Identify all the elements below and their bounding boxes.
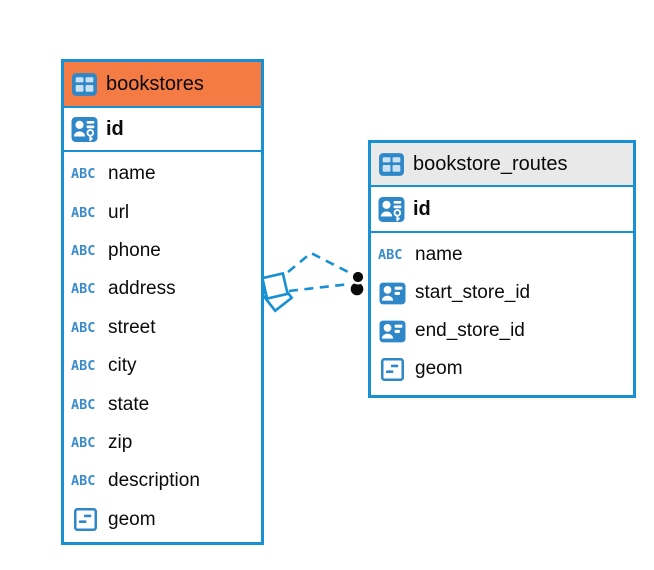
table-node-bookstores[interactable]: bookstores id ABC name ABC url ABC: [61, 59, 264, 545]
column-name: street: [108, 316, 156, 338]
table-node-bookstore-routes[interactable]: bookstore_routes id ABC name: [368, 140, 636, 398]
text-type-icon: ABC: [71, 434, 96, 451]
column-name: phone: [108, 239, 161, 261]
column-name: name: [108, 163, 156, 185]
relationship-diamond-markers[interactable]: [260, 271, 294, 313]
primary-key-name: id: [413, 197, 431, 220]
geometry-type-icon: [71, 508, 99, 532]
text-type-icon: ABC: [71, 319, 96, 336]
geometry-type-icon: [378, 357, 406, 381]
table-title: bookstores: [106, 72, 204, 95]
column-section: ABC name ABC url ABC phone ABC address A…: [64, 152, 261, 539]
column-name: name: [415, 244, 463, 265]
column-row-name[interactable]: ABC name: [71, 155, 254, 193]
column-section: ABC name start_store_id: [371, 233, 633, 388]
column-name: end_store_id: [415, 320, 525, 341]
column-row-start-store-id[interactable]: start_store_id: [378, 274, 626, 312]
dot-marker-icon: [350, 269, 366, 285]
table-icon: [378, 152, 405, 177]
table-header-bookstore-routes[interactable]: bookstore_routes: [371, 143, 633, 187]
column-name: start_store_id: [415, 282, 531, 303]
column-row-phone[interactable]: ABC phone: [71, 232, 254, 270]
column-row-description[interactable]: ABC description: [71, 462, 254, 500]
text-type-icon: ABC: [71, 473, 96, 490]
text-type-icon: ABC: [71, 396, 96, 413]
column-row-city[interactable]: ABC city: [71, 347, 254, 385]
column-name: geom: [108, 508, 156, 530]
column-row-zip[interactable]: ABC zip: [71, 424, 254, 462]
column-name: zip: [108, 431, 133, 453]
column-row-url[interactable]: ABC url: [71, 193, 254, 231]
column-row-geom[interactable]: geom: [378, 350, 626, 388]
primary-key-row[interactable]: id: [371, 187, 633, 233]
table-title: bookstore_routes: [413, 152, 568, 175]
relationship-line-upper[interactable]: [287, 251, 353, 276]
column-row-state[interactable]: ABC state: [71, 385, 254, 423]
column-name: state: [108, 393, 150, 415]
primary-key-icon: [378, 196, 405, 223]
table-icon: [71, 72, 98, 97]
text-type-icon: ABC: [378, 247, 403, 263]
dot-marker-icon: [350, 282, 364, 296]
table-header-bookstores[interactable]: bookstores: [64, 62, 261, 108]
text-type-icon: ABC: [71, 358, 96, 375]
text-type-icon: ABC: [71, 242, 96, 259]
column-name: description: [108, 470, 200, 492]
text-type-icon: ABC: [71, 204, 96, 221]
reference-icon: [378, 282, 406, 305]
reference-icon: [378, 320, 406, 343]
column-row-name[interactable]: ABC name: [378, 236, 626, 274]
column-name: url: [108, 201, 130, 223]
diamond-marker-icon: [260, 271, 290, 301]
column-row-street[interactable]: ABC street: [71, 309, 254, 347]
column-name: city: [108, 355, 137, 377]
relationship-dot-markers[interactable]: [350, 269, 366, 296]
column-name: address: [108, 278, 176, 300]
column-row-address[interactable]: ABC address: [71, 270, 254, 308]
relationship-line-lower[interactable]: [288, 282, 351, 293]
primary-key-row[interactable]: id: [64, 108, 261, 152]
column-name: geom: [415, 358, 463, 379]
primary-key-icon: [71, 116, 98, 143]
column-row-geom[interactable]: geom: [71, 501, 254, 539]
primary-key-name: id: [106, 117, 124, 140]
column-row-end-store-id[interactable]: end_store_id: [378, 312, 626, 350]
diamond-marker-icon: [260, 279, 294, 313]
text-type-icon: ABC: [71, 281, 96, 298]
text-type-icon: ABC: [71, 166, 96, 183]
